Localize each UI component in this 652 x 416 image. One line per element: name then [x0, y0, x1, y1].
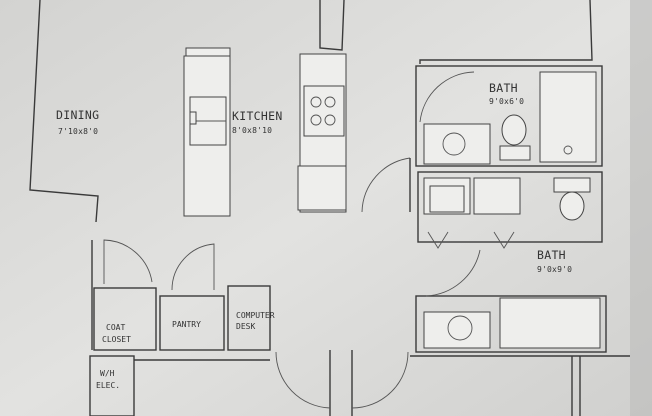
right-bottom-wall	[571, 356, 581, 416]
entry-door-swing	[275, 351, 331, 409]
paper-edge-shadow	[630, 0, 652, 416]
computer-desk-label-2: DESK	[236, 322, 255, 331]
dining-wall	[29, 0, 99, 223]
pantry-label: PANTRY	[172, 320, 201, 329]
bath-2-dims: 9'0x9'0	[537, 265, 572, 274]
utility-closet	[89, 355, 135, 416]
coat-closet-label-1: COAT	[106, 323, 125, 332]
dining-right-wall	[319, 0, 345, 51]
bath-2	[415, 249, 607, 353]
computer-desk-label-1: COMPUTER	[236, 311, 275, 320]
laundry	[417, 171, 603, 249]
bottom-wall	[134, 350, 630, 416]
entry-door-swing-2	[351, 351, 409, 409]
upper-right-wall	[419, 0, 593, 64]
utility-label-1: W/H	[100, 369, 115, 378]
bath-1	[415, 65, 603, 167]
kitchen-counter	[297, 53, 347, 213]
bath-1-dims: 9'0x6'0	[489, 97, 524, 106]
bath-2-label: BATH	[537, 248, 566, 262]
utility-label-2: ELEC.	[96, 381, 120, 390]
kitchen-island	[183, 47, 231, 217]
dining-dims: 7'10x8'0	[58, 127, 98, 136]
kitchen-label: KITCHEN	[232, 109, 283, 123]
hall-door-swing	[361, 157, 411, 213]
kitchen-dims: 8'0x8'10	[232, 126, 272, 135]
dining-label: DINING	[56, 108, 99, 122]
coat-closet-label-2: CLOSET	[102, 335, 131, 344]
lower-closets	[91, 239, 271, 351]
bath-1-label: BATH	[489, 81, 518, 95]
